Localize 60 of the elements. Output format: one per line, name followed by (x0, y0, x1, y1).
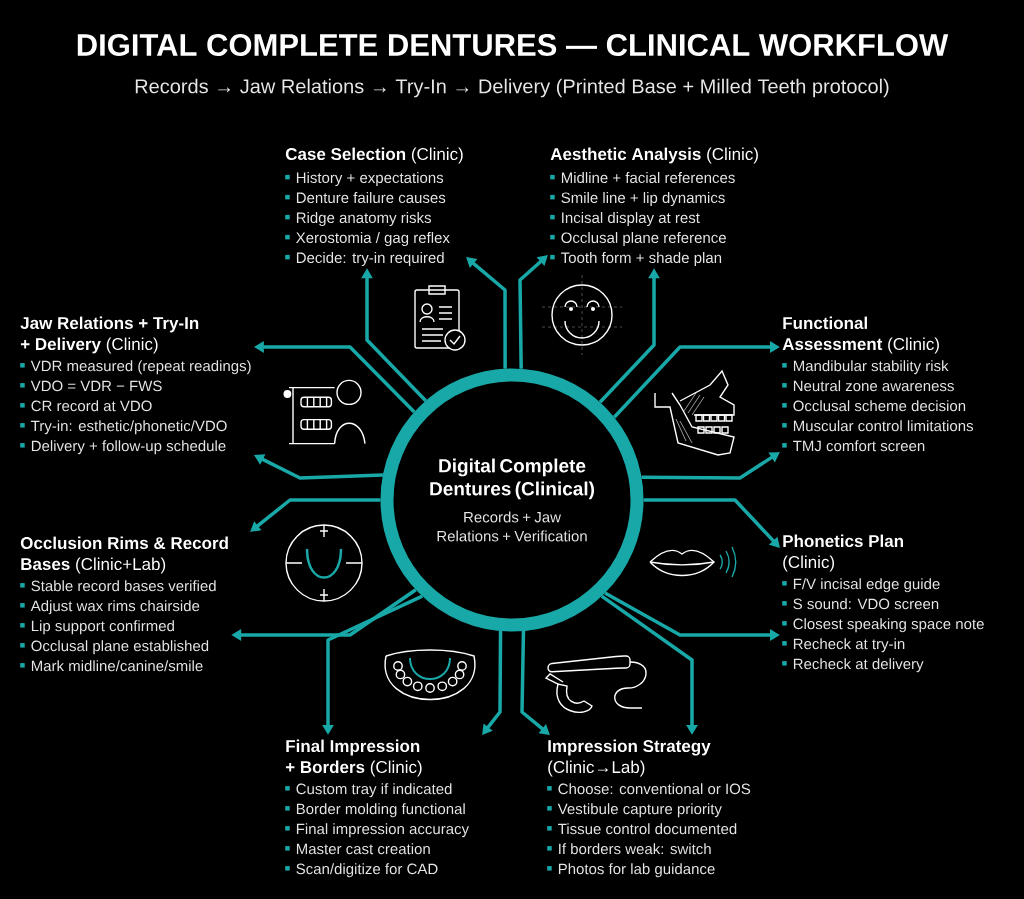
section-heading: Functional Assessment (Clinic) (782, 316, 939, 354)
bullet-item: S sound: VDO screen (782, 598, 939, 610)
title: DIGITAL COMPLETE DENTURES — CLINICAL WORKFLOW (77, 34, 949, 56)
bullet-item: Photos for lab guidance (547, 863, 715, 878)
bullet-item: Lip support confirmed (20, 620, 174, 635)
bullet-item: Midline + facial references (550, 172, 735, 184)
section-heading: Jaw Relations + Try-In + Delivery (Clinic) (20, 316, 199, 354)
bullet-item: Closest speaking space note (782, 618, 984, 633)
bullet-item: Try-in: esthetic/phonetic/VDO (20, 420, 227, 435)
bullet-item: Delivery + follow-up schedule (20, 440, 226, 455)
bullet-item: Recheck at try-in (782, 638, 905, 653)
bullet-item: Ridge anatomy risks (285, 212, 431, 226)
bullet-item: Smile line + lip dynamics (550, 192, 725, 206)
hub-circle (380, 368, 644, 632)
bullet-item: If borders weak: switch (547, 843, 711, 855)
section-heading: Final Impression + Borders (Clinic) (285, 739, 422, 777)
section-heading: Occlusion Rims & Record Bases (Clinic+Lab) (20, 536, 228, 574)
bullet-item: Master cast creation (285, 843, 430, 855)
arrow (250, 498, 381, 532)
bullet-item: Final impression accuracy (285, 823, 470, 838)
hub-subtitle: Records + Jaw Relations + Verification (437, 511, 587, 542)
bullet-item: Vestibule capture priority (547, 803, 722, 818)
bullet-item: Border molding functional (285, 803, 465, 818)
bullet-item: Mark midline/canine/smile (20, 660, 203, 672)
bullet-item: Custom tray if indicated (285, 783, 452, 798)
bullet-item: TMJ comfort screen (782, 440, 925, 452)
bullet-item: Xerostomia / gag reflex (285, 232, 450, 246)
arrow (520, 630, 550, 735)
arrow (641, 452, 780, 480)
bullet-item: Occlusal scheme decision (782, 400, 966, 412)
bullet-item: Denture failure causes (285, 192, 446, 204)
arrow (643, 498, 780, 548)
arrow (466, 257, 507, 369)
bullet-item: Occlusal plane reference (550, 232, 726, 246)
bullet-item: Tissue control documented (547, 823, 737, 835)
bullet-item: VDR measured (repeat readings) (20, 360, 251, 375)
hub-heading: Digital Complete Dentures (Clinical) (430, 458, 594, 500)
bullet-item: F/V incisal edge guide (782, 578, 940, 593)
bullet-item: Neutral zone awareness (782, 380, 954, 392)
section-heading: Impression Strategy (Clinic→Lab) (548, 739, 711, 777)
bullet-item: Scan/digitize for CAD (285, 863, 438, 878)
bullet-item: Recheck at delivery (782, 658, 924, 673)
section-heading: Phonetics Plan (Clinic) (783, 534, 903, 572)
bullet-item: CR record at VDO (20, 400, 152, 412)
arrow (518, 255, 548, 369)
bullet-item: Decide: try-in required (285, 252, 444, 266)
bullet-item: Mandibular stability risk (782, 360, 949, 375)
bullet-item: History + expectations (285, 172, 444, 186)
subtitle: Records → Jaw Relations → Try-In → Delivery (Printed Base + Milled Teeth protocol) (135, 78, 889, 98)
bullet-item: Tooth form + shade plan (550, 252, 722, 266)
bullet-item: Incisal display at rest (550, 212, 700, 226)
arrow (482, 631, 503, 735)
bullet-item: Adjust wax rims chairside (20, 600, 200, 615)
bullet-item: Muscular control limitations (782, 420, 973, 432)
bullet-item: Choose: conventional or IOS (547, 783, 751, 795)
bullet-item: VDO = VDR − FWS (20, 380, 162, 392)
section-heading: Aesthetic Analysis (Clinic) (550, 147, 758, 164)
section-heading: Case Selection (Clinic) (285, 147, 463, 164)
bullet-item: Stable record bases verified (20, 580, 216, 592)
bullet-item: Occlusal plane established (20, 640, 209, 655)
